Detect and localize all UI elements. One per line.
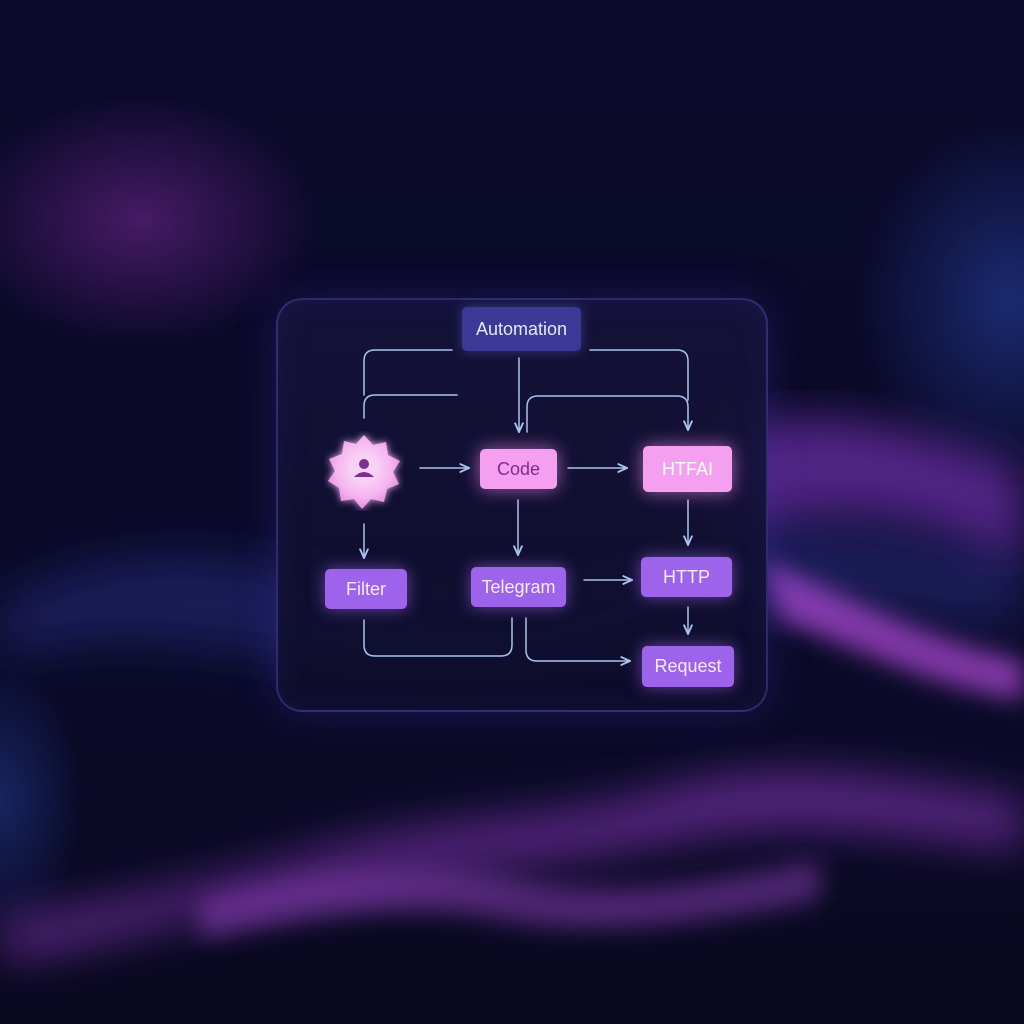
http-node[interactable]: HTTP [641,557,732,597]
person-icon [328,435,400,509]
edge-automation-filter [363,349,453,396]
edge-code-loop-htfai [526,395,688,433]
automation-title-node[interactable]: Automation [462,307,581,351]
edge-automation-htfai [589,349,689,401]
code-node[interactable]: Code [480,449,557,489]
edge-filter-telegram [363,617,513,657]
edge-telegram-request [525,617,630,661]
htfai-node[interactable]: HTFAI [643,446,732,492]
filter-node[interactable]: Filter [325,569,407,609]
workflow-panel [276,298,768,712]
edge-bracket-short [363,394,458,419]
request-node[interactable]: Request [642,646,734,687]
trigger-node[interactable] [324,431,404,511]
telegram-node[interactable]: Telegram [471,567,566,607]
